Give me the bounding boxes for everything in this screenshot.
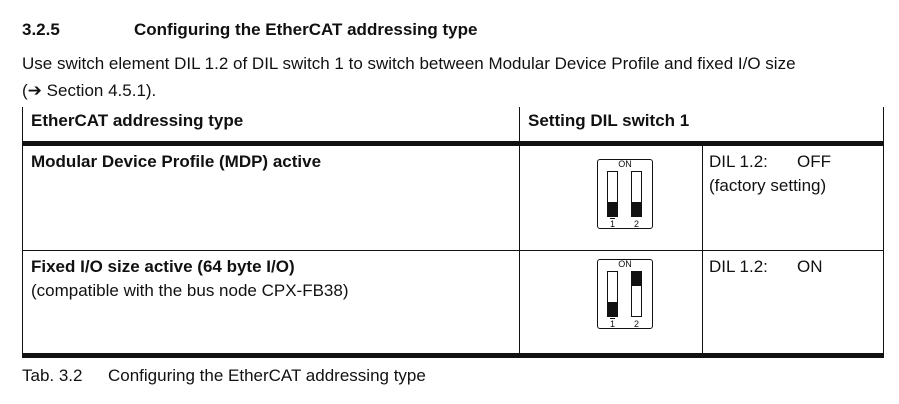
cross-reference-arrow-icon: ➔ bbox=[27, 81, 42, 100]
row-type-title: Modular Device Profile (MDP) active bbox=[31, 152, 322, 171]
table-row: Fixed I/O size active (64 byte I/O) (com… bbox=[22, 250, 884, 358]
setting-label: DIL 1.2: bbox=[709, 257, 768, 276]
dil-number-1: 1 bbox=[610, 219, 616, 229]
dil-knob-1-off bbox=[608, 202, 617, 216]
dil-slot-1 bbox=[607, 271, 618, 317]
dil-knob-2-on bbox=[632, 272, 641, 286]
intro-text: Use switch element DIL 1.2 of DIL switch… bbox=[22, 54, 796, 73]
dil-setting-cell: DIL 1.2: OFF (factory setting) bbox=[702, 143, 884, 251]
setting-value: OFF bbox=[797, 152, 831, 171]
dil-switch-cell: ON 1 2 bbox=[519, 143, 703, 251]
row-addressing-type: Fixed I/O size active (64 byte I/O) (com… bbox=[22, 250, 520, 358]
setting-value: ON bbox=[797, 257, 823, 276]
section-reference: Section 4.5.1). bbox=[46, 81, 157, 100]
header-dil-setting: Setting DIL switch 1 bbox=[519, 107, 884, 146]
dil-knob-1-off bbox=[608, 302, 617, 316]
section-number: 3.2.5 bbox=[22, 20, 60, 39]
dil-setting-cell: DIL 1.2: ON bbox=[702, 250, 884, 358]
caption-number: Tab. 3.2 bbox=[22, 366, 83, 385]
section-title: Configuring the EtherCAT addressing type bbox=[134, 20, 478, 39]
table-row: Modular Device Profile (MDP) active ON 1… bbox=[22, 143, 884, 251]
dil-on-label: ON bbox=[618, 259, 632, 269]
dil-slot-1 bbox=[607, 171, 618, 217]
caption-text: Configuring the EtherCAT addressing type bbox=[108, 366, 426, 385]
setting-note: (factory setting) bbox=[709, 176, 827, 195]
dil-switch-icon: ON 1 2 bbox=[597, 159, 653, 229]
dil-slot-2 bbox=[631, 171, 642, 217]
row-type-title: Fixed I/O size active (64 byte I/O) bbox=[31, 257, 295, 276]
dil-number-1: 1 bbox=[610, 319, 616, 329]
dil-number-2: 2 bbox=[634, 219, 640, 229]
header-addressing-type: EtherCAT addressing type bbox=[22, 107, 520, 146]
table-header-row: EtherCAT addressing type Setting DIL swi… bbox=[22, 107, 884, 146]
dil-switch-icon: ON 1 2 bbox=[597, 259, 653, 329]
dil-switch-cell: ON 1 2 bbox=[519, 250, 703, 358]
addressing-type-table: EtherCAT addressing type Setting DIL swi… bbox=[22, 107, 884, 358]
row-type-note: (compatible with the bus node CPX-FB38) bbox=[31, 281, 349, 300]
section-heading: 3.2.5 Configuring the EtherCAT addressing… bbox=[22, 20, 477, 40]
dil-knob-2-off bbox=[632, 202, 641, 216]
intro-paragraph: Use switch element DIL 1.2 of DIL switch… bbox=[22, 54, 796, 100]
dil-slot-2 bbox=[631, 271, 642, 317]
row-addressing-type: Modular Device Profile (MDP) active bbox=[22, 143, 520, 251]
dil-on-label: ON bbox=[618, 159, 632, 169]
setting-label: DIL 1.2: bbox=[709, 152, 768, 171]
dil-number-2: 2 bbox=[634, 319, 640, 329]
table-caption: Tab. 3.2 Configuring the EtherCAT address… bbox=[22, 366, 426, 386]
